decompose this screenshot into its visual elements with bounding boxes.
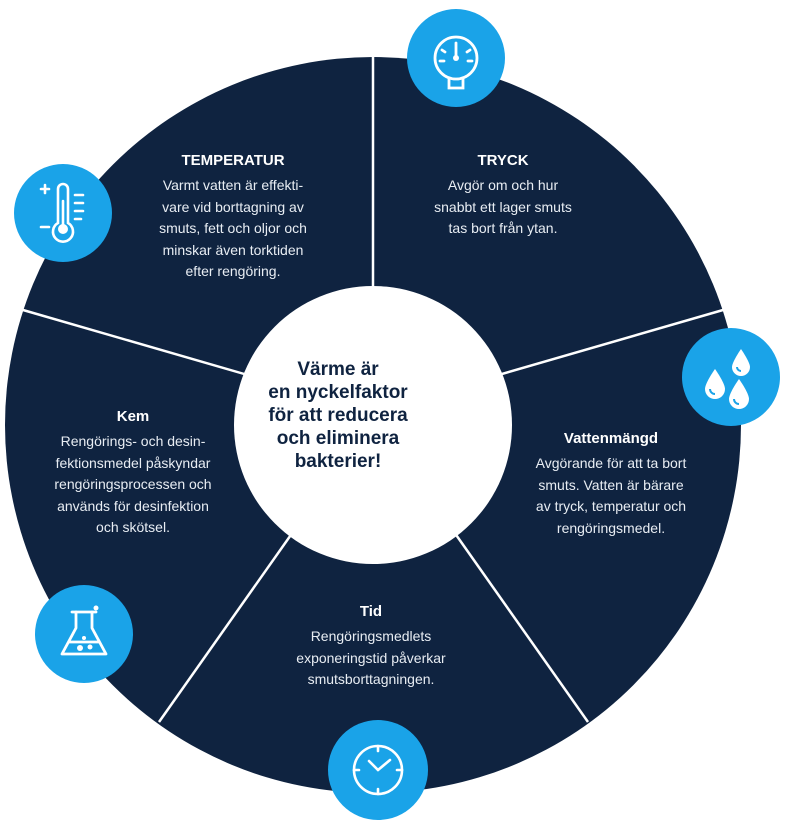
segment-title: TRYCK xyxy=(477,152,529,169)
segment-line: efter rengöring. xyxy=(185,263,281,279)
divider-tid-kem xyxy=(157,521,302,723)
segment-line: Rengöringsmedlets xyxy=(310,628,432,644)
center-heading: Värme är en nyckelfaktor för att reducer… xyxy=(228,358,448,473)
segment-line: smuts. Vatten är bärare xyxy=(538,476,684,493)
thermometer-icon xyxy=(14,164,112,262)
segment-title: TEMPERATUR xyxy=(181,152,285,169)
center-circle xyxy=(234,286,512,564)
segment-line: minskar även torktiden xyxy=(162,241,304,258)
water-drops-icon xyxy=(682,328,780,426)
segment-temperatur: TEMPERATUR Varmt vatten är effekti- vare… xyxy=(120,152,346,283)
segment-line: smuts, fett och oljor och xyxy=(159,220,307,236)
segment-line: Avgör om och hur xyxy=(447,177,559,193)
segment-line: exponeringstid påverkar xyxy=(296,649,446,666)
divider-kem-temperatur xyxy=(22,308,259,380)
segment-line: vare vid borttagning av xyxy=(162,198,304,215)
segment-line: av tryck, temperatur och xyxy=(535,498,687,514)
segment-line: snabbt ett lager smuts xyxy=(434,198,572,215)
segment-line: rengöringsmedel. xyxy=(556,519,666,536)
flask-icon xyxy=(35,585,133,683)
divider-vattenmangd-tid xyxy=(445,521,590,723)
segment-title: Vattenmängd xyxy=(563,430,659,447)
clock-icon xyxy=(328,720,428,820)
segment-dividers xyxy=(22,57,724,723)
segment-kem: Kem Rengörings- och desin- fektionsmedel… xyxy=(20,408,246,539)
segment-line: tas bort från ytan. xyxy=(448,220,558,236)
segment-line: används för desinfektion xyxy=(57,497,209,514)
segment-title: Kem xyxy=(116,408,150,425)
center-line: en nyckelfaktor xyxy=(268,382,408,403)
segment-tid: Tid Rengöringsmedlets exponeringstid påv… xyxy=(258,603,484,691)
segment-title: Tid xyxy=(359,603,383,620)
segment-line: Varmt vatten är effekti- xyxy=(162,177,304,193)
segment-line: Rengörings- och desin- xyxy=(60,433,206,449)
segment-line: fektionsmedel påskyndar xyxy=(55,454,211,471)
center-line: för att reducera xyxy=(268,405,408,426)
divider-tryck-vattenmangd xyxy=(487,308,724,380)
pressure-gauge-icon xyxy=(407,9,505,107)
center-line: bakterier! xyxy=(294,451,382,472)
segment-line: Avgörande för att ta bort xyxy=(535,455,687,471)
segment-line: rengöringsprocessen och xyxy=(54,476,212,492)
center-line: och eliminera xyxy=(276,428,400,449)
segment-line: och skötsel. xyxy=(96,519,170,535)
segment-tryck: TRYCK Avgör om och hur snabbt ett lager … xyxy=(390,152,616,240)
segment-line: smutsborttagningen. xyxy=(307,671,435,687)
center-line: Värme är xyxy=(297,359,379,380)
segment-vattenmangd: Vattenmängd Avgörande för att ta bort sm… xyxy=(498,430,724,539)
